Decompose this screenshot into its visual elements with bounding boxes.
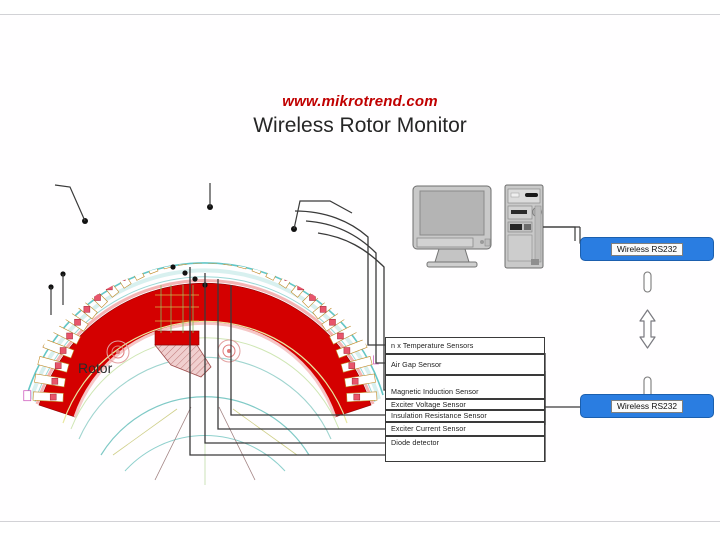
- wireless-link-double-arrow: [639, 309, 656, 349]
- website-url: www.mikrotrend.com: [282, 93, 438, 110]
- sensor-label-text: Magnetic Induction Sensor: [391, 386, 479, 396]
- sensor-label-diode-detector[interactable]: Diode detector: [385, 436, 545, 462]
- sensor-label-text: n x Temperature Sensors: [391, 340, 474, 350]
- rotor-label: Rotor: [78, 360, 113, 376]
- slide-frame-top-rule: [0, 14, 720, 15]
- wireless-rs232-top[interactable]: Wireless RS232: [580, 237, 714, 261]
- wireless-rs232-bottom-label: Wireless RS232: [610, 399, 684, 413]
- sensor-label-temperature[interactable]: n x Temperature Sensors: [385, 337, 545, 354]
- wire-bus-top: [544, 353, 580, 408]
- workstation-illustration: [412, 184, 544, 269]
- crt-monitor-icon: [412, 185, 492, 268]
- sensor-label-exciter-current[interactable]: Exciter Current Sensor: [385, 422, 545, 436]
- title-block: www.mikrotrend.com Wireless Rotor Monito…: [0, 93, 720, 139]
- wireless-rs232-top-label: Wireless RS232: [610, 242, 684, 256]
- sensor-label-insulation-resistance[interactable]: Insulation Resistance Sensor: [385, 410, 545, 422]
- sensor-label-exciter-voltage[interactable]: Exciter Voltage Sensor: [385, 399, 545, 410]
- page-title: Wireless Rotor Monitor: [253, 114, 467, 137]
- antenna-top-radio: [643, 271, 652, 293]
- rotor-cross-section-drawing: [23, 204, 384, 485]
- sensor-label-text: Air Gap Sensor: [391, 359, 442, 369]
- wireless-rs232-bottom[interactable]: Wireless RS232: [580, 394, 714, 418]
- sensor-label-text: Diode detector: [391, 438, 440, 447]
- sensor-label-text: Exciter Current Sensor: [391, 424, 466, 434]
- desktop-tower-icon: [504, 184, 544, 269]
- sensor-label-magnetic-induction[interactable]: Magnetic Induction Sensor: [385, 375, 545, 399]
- sensor-label-text: Exciter Voltage Sensor: [391, 399, 466, 409]
- diagram-stage: www.mikrotrend.com Wireless Rotor Monito…: [0, 15, 720, 521]
- slide-frame-bottom-rule: [0, 521, 720, 522]
- sensor-label-text: Insulation Resistance Sensor: [391, 411, 487, 421]
- sensor-label-air-gap[interactable]: Air Gap Sensor: [385, 354, 545, 375]
